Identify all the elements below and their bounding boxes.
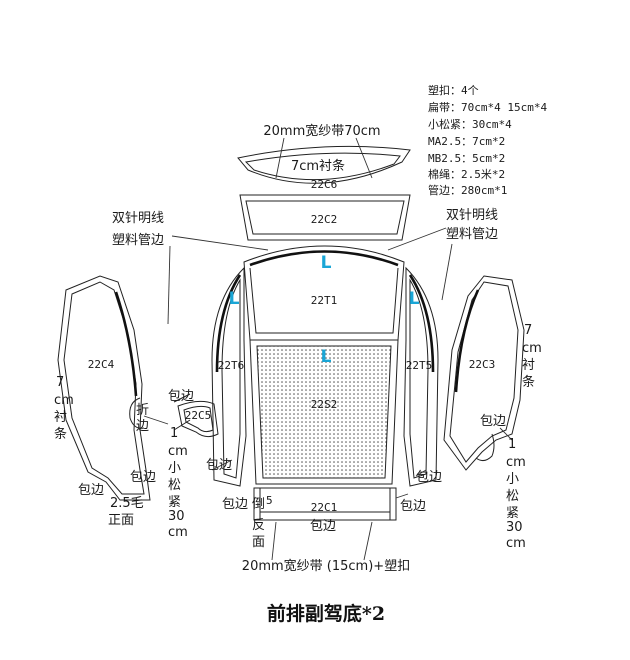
spec-line: MA2.5：7cm*2	[428, 135, 505, 148]
piece-22c1	[253, 487, 397, 561]
note-c4-liner: 7 cm 衬 条	[54, 375, 74, 442]
spec-line: 扁带：70cm*4 15cm*4	[428, 101, 547, 114]
marker-l-center: L	[321, 347, 332, 367]
note-vertical-char: 条	[54, 426, 67, 442]
note-reverse: 面	[252, 535, 265, 550]
note-vertical-char: 松	[506, 489, 519, 504]
note-vertical-char: 7	[56, 375, 64, 390]
note-fold: 边	[136, 419, 149, 434]
note-fold: 折	[136, 403, 149, 418]
piece-22t5	[403, 266, 439, 487]
spec-line: 棉绳：2.5米*2	[428, 167, 505, 181]
note-vertical-char: cm	[168, 444, 188, 459]
note-binding: 包边	[416, 470, 442, 485]
marker-l-left: L	[229, 289, 240, 309]
note-vertical-char: cm	[506, 536, 526, 551]
note-top-band: 20mm宽纱带70cm	[263, 123, 380, 139]
note-binding: 包边	[78, 483, 104, 498]
piece-22c4	[57, 275, 151, 501]
note-binding: 包边	[206, 458, 232, 473]
note-vertical-char: cm	[522, 341, 542, 356]
note-vertical-char: cm	[54, 393, 74, 408]
note-liner-7cm: 7cm衬条	[291, 158, 345, 174]
piece-22t1	[243, 245, 405, 341]
spec-line: MB2.5：5cm*2	[428, 152, 505, 165]
spec-list: 塑扣：4个 扁带：70cm*4 15cm*4 小松紧：30cm*4 MA2.5：…	[428, 83, 547, 197]
note-vertical-char: cm	[506, 455, 526, 470]
leader-lines	[143, 227, 513, 499]
note-binding: 包边	[310, 519, 336, 534]
note-vertical-char: 衬	[54, 410, 67, 425]
note-vertical-char: 小	[168, 461, 181, 476]
note-vertical-char: 1	[508, 437, 516, 452]
label-22c6: 22C6	[311, 178, 338, 191]
note-reverse: 倒	[252, 497, 265, 512]
label-22c1: 22C1	[311, 501, 338, 514]
note-c1-five: 5	[266, 494, 273, 507]
note-vertical-char: 30	[506, 520, 523, 535]
piece-22t6	[211, 266, 247, 487]
note-vertical-char: 7	[524, 323, 532, 338]
spec-line: 塑扣：4个	[428, 83, 479, 97]
label-22s2: 22S2	[311, 398, 338, 411]
note-binding: 包边	[130, 470, 156, 485]
note-reverse: 反	[252, 518, 265, 533]
marker-l-top: L	[321, 253, 332, 273]
note-vertical-char: 小	[506, 472, 519, 487]
note-stitch-left-2: 塑料管边	[112, 233, 164, 248]
note-vertical-char: 紧	[506, 506, 519, 521]
note-vertical-char: 衬	[522, 358, 535, 373]
note-hair-allowance: 2.5毛	[110, 496, 144, 511]
piece-22s2	[249, 339, 399, 485]
piece-22c3	[443, 275, 525, 471]
note-elastic-right: 1 cm 小 松 紧 30 cm	[506, 437, 526, 551]
note-vertical-char: cm	[168, 525, 188, 540]
piece-22c2	[239, 194, 411, 241]
note-binding: 包边	[480, 414, 506, 429]
label-22c3: 22C3	[469, 358, 496, 371]
diagram-title: 前排副驾底*2	[267, 602, 385, 625]
note-vertical-char: 条	[522, 374, 535, 390]
label-22t6: 22T6	[218, 359, 245, 372]
note-front-side: 正面	[108, 513, 134, 528]
piece-22c6	[237, 137, 411, 184]
spec-line: 管边：280cm*1	[428, 183, 507, 197]
note-stitch-right-2: 塑料管边	[446, 227, 498, 242]
note-elastic-left: 1 cm 小 松 紧 30 cm	[168, 426, 188, 540]
note-stitch-left-1: 双针明线	[112, 211, 164, 226]
label-22t1: 22T1	[311, 294, 338, 307]
note-binding: 包边	[400, 499, 426, 514]
note-vertical-char: 1	[170, 426, 178, 441]
label-22c2: 22C2	[311, 213, 338, 226]
label-22t5: 22T5	[406, 359, 433, 372]
label-22c5: 22C5	[185, 409, 212, 422]
marker-l-right: L	[409, 289, 420, 309]
note-vertical-char: 30	[168, 509, 185, 524]
label-22c4: 22C4	[88, 358, 115, 371]
note-vertical-char: 紧	[168, 495, 181, 510]
note-bottom-band: 20mm宽纱带 (15cm)+塑扣	[242, 558, 410, 574]
note-binding: 包边	[222, 497, 248, 512]
spec-line: 小松紧：30cm*4	[428, 117, 512, 131]
piece-22c5	[173, 393, 219, 438]
note-c3-liner: 7 cm 衬 条	[522, 323, 542, 390]
note-vertical-char: 松	[168, 478, 181, 493]
note-binding: 包边	[168, 389, 194, 404]
note-stitch-right-1: 双针明线	[446, 208, 498, 223]
